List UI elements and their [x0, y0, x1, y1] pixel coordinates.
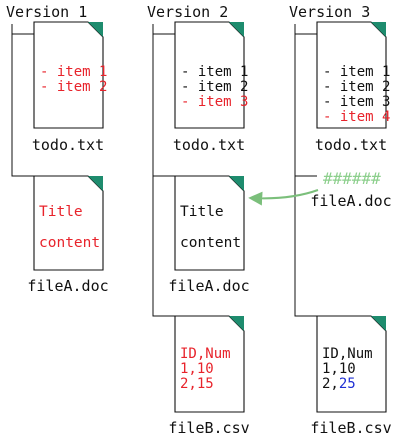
file-name-label: fileB.csv [168, 419, 249, 437]
page-fold-icon [88, 176, 103, 191]
version-1-todo-file: - item 1 - item 2 [33, 21, 107, 129]
file-name-label: todo.txt [173, 136, 245, 154]
file-name-label: fileA.doc [168, 277, 249, 295]
todo-line: - item 1 [181, 64, 248, 80]
csv-line: 1,10 [180, 361, 214, 377]
csv-line: 2,25 [322, 376, 356, 392]
version-3-fileA-reference: ###### fileA.doc [248, 169, 392, 210]
page-fold-icon [371, 316, 386, 331]
page-fold-icon [229, 22, 244, 37]
version-3-title: Version 3 [289, 3, 370, 21]
version-3-fileB: ID,Num 1,10 2,25 [316, 315, 387, 413]
file-name-label: fileA.doc [310, 192, 391, 210]
hash-pointer-text: ###### [323, 169, 381, 188]
csv-line: ID,Num [180, 346, 231, 362]
document-icon [316, 315, 387, 413]
doc-content-text: content [180, 235, 241, 251]
version-1-title: Version 1 [6, 3, 87, 21]
document-icon [33, 21, 104, 129]
todo-line: - item 1 [40, 64, 107, 80]
page-fold-icon [229, 176, 244, 191]
file-name-label: fileB.csv [310, 419, 391, 437]
reference-arrow [248, 189, 319, 206]
page-fold-icon [88, 22, 103, 37]
version-2-column: Version 2 - item 1 - item 2 - item 3 tod… [147, 3, 250, 437]
doc-title-text: Title [180, 204, 224, 220]
page-fold-icon [229, 316, 244, 331]
version-1-tree-line [11, 24, 34, 177]
csv-line: 1,10 [322, 361, 356, 377]
csv-line: 2,15 [180, 376, 214, 392]
version-3-tree-line [294, 24, 317, 317]
document-icon [174, 21, 245, 129]
file-name-label: todo.txt [315, 136, 387, 154]
todo-line: - item 2 [323, 79, 390, 95]
todo-line: - item 4 [323, 109, 390, 125]
document-icon [316, 21, 387, 129]
version-1-column: Version 1 - item 1 - item 2 todo.txt Tit… [6, 3, 109, 295]
csv-line: ID,Num [322, 346, 373, 362]
file-name-label: fileA.doc [27, 277, 108, 295]
version-2-fileB: ID,Num 1,10 2,15 [174, 315, 245, 413]
todo-line: - item 3 [323, 94, 390, 110]
version-1-fileA: Title content [33, 175, 104, 271]
doc-content-text: content [39, 235, 100, 251]
csv-changed-value: 25 [339, 376, 356, 392]
todo-line: - item 2 [40, 79, 107, 95]
todo-line: - item 1 [323, 64, 390, 80]
csv-line-prefix: 2, [322, 376, 339, 392]
version-2-fileA: Title content [174, 175, 245, 271]
version-2-tree-line [152, 24, 175, 317]
file-name-label: todo.txt [32, 136, 104, 154]
version-3-column: Version 3 - item 1 - item 2 - item 3 - i… [248, 3, 392, 437]
version-2-todo-file: - item 1 - item 2 - item 3 [174, 21, 248, 129]
document-icon [33, 175, 104, 271]
todo-line: - item 2 [181, 79, 248, 95]
page-fold-icon [371, 22, 386, 37]
todo-line: - item 3 [181, 94, 248, 110]
document-icon [174, 315, 245, 413]
version-2-title: Version 2 [147, 3, 228, 21]
doc-title-text: Title [39, 204, 83, 220]
document-icon [174, 175, 245, 271]
version-3-todo-file: - item 1 - item 2 - item 3 - item 4 [316, 21, 390, 129]
